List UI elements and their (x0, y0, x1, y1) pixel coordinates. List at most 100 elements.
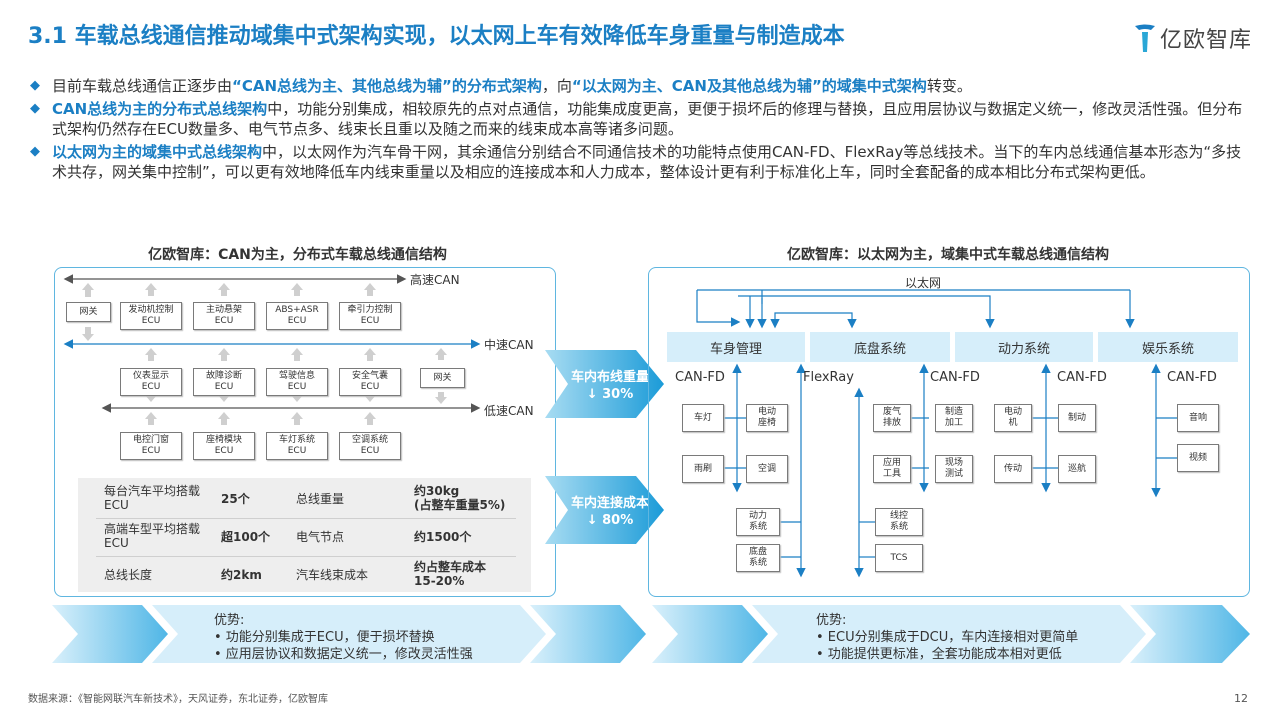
ecu-sublabel: ECU (287, 446, 307, 456)
cost-reduction-label: 车内连接成本 (570, 496, 649, 511)
logo: 亿欧智库 (1134, 20, 1252, 56)
right-diagram-panel (648, 267, 1250, 597)
ethernet-lines (696, 289, 1135, 329)
bus-label: CAN-FD (930, 370, 980, 385)
bullet-segment: 中，以太网作为汽车骨干网，其余通信分别结合不同通信技术的功能特点使用CAN-FD… (52, 143, 1242, 181)
module-box: 视频 (1177, 444, 1219, 472)
ecu-label: 座椅模块 (205, 435, 242, 445)
ecu-label: 驾驶信息 (278, 371, 315, 381)
system-head-power: 动力系统 (955, 332, 1093, 362)
ecu-label: ABS+ASR (275, 305, 319, 315)
module-box: 传动 (994, 455, 1032, 483)
bullet-segment: ，向 (541, 77, 572, 95)
ecu-label: 主动悬架 (205, 305, 242, 315)
bullet-segment: 转变。 (926, 77, 972, 95)
ecu-sublabel: ECU (360, 446, 380, 456)
bullet-highlight: CAN总线为主的分布式总线架构 (52, 100, 268, 118)
stat-value-sub: 15-20% (414, 574, 465, 588)
stat-value: 约2km (221, 568, 262, 582)
stat-key: 每台汽车平均搭载ECU (104, 484, 201, 512)
advantages-left: 优势: • 功能分别集成于ECU，便于损坏替换 • 应用层协议和数据定义统一，修… (214, 612, 473, 663)
module-box: 应用 工具 (873, 455, 911, 483)
ecu-label: 牵引力控制 (347, 305, 393, 315)
bullet-item: ◆以太网为主的域集中式总线架构中，以太网作为汽车骨干网，其余通信分别结合不同通信… (30, 142, 1255, 182)
stat-key: 总线长度 (104, 568, 153, 582)
weight-reduction-arrow: 车内布线重量 ↓ 30% (560, 370, 660, 402)
stat-divider (96, 518, 516, 519)
module-box: 废气 排放 (873, 404, 911, 432)
weight-reduction-label: 车内布线重量 (570, 370, 649, 385)
bus-label: CAN-FD (1167, 370, 1217, 385)
bullet-segment: 目前车载总线通信正逐步由 (52, 77, 233, 95)
right-diagram-title: 亿欧智库：以太网为主，域集中式车载总线通信结构 (787, 247, 1109, 263)
bullet-list: ◆ 目前车载总线通信正逐步由“CAN总线为主、其他总线为辅”的分布式架构，向“以太… (30, 76, 1255, 185)
ecu-sublabel: ECU (141, 316, 161, 326)
module-box: 现场 测试 (935, 455, 973, 483)
page-number: 12 (1234, 692, 1248, 705)
diamond-icon: ◆ (30, 144, 40, 159)
system-head-chassis: 底盘系统 (810, 332, 950, 362)
bottom-chevrons (52, 605, 1250, 663)
stat-key: 汽车线束成本 (296, 568, 369, 582)
advantages-left-title: 优势: (214, 613, 245, 628)
stat-key: 总线重量 (296, 492, 345, 506)
subnet-lines (724, 363, 1177, 578)
module-box: 制造 加工 (935, 404, 973, 432)
module-box: 动力 系统 (736, 508, 780, 536)
ecu-label: 发动机控制 (128, 305, 174, 315)
module-box: 巡航 (1058, 455, 1096, 483)
ecu-label: 电控门窗 (132, 435, 169, 445)
ecu-sublabel: ECU (214, 382, 234, 392)
module-box: 雨刷 (682, 455, 724, 483)
bullet-item: ◆CAN总线为主的分布式总线架构中，功能分别集成，相较原先的点对点通信，功能集成… (30, 99, 1255, 139)
system-head-entertainment: 娱乐系统 (1098, 332, 1238, 362)
left-diagram-panel (54, 267, 556, 597)
ecu-label: 车灯系统 (278, 435, 315, 445)
ecu-sublabel: ECU (214, 316, 234, 326)
ecu-sublabel: ECU (287, 382, 307, 392)
diamond-icon: ◆ (30, 78, 40, 93)
advantages-right-item: • ECU分别集成于DCU，车内连接相对更简单 (816, 630, 1079, 645)
module-box: 音响 (1177, 404, 1219, 432)
advantages-right: 优势: • ECU分别集成于DCU，车内连接相对更简单 • 功能提供更标准，全套… (816, 612, 1078, 663)
ethernet-label: 以太网 (905, 276, 942, 290)
ecu-sublabel: ECU (141, 446, 161, 456)
bus-label: CAN-FD (1057, 370, 1107, 385)
stat-value: 超100个 (221, 530, 271, 544)
stat-key: 高端车型平均搭载ECU (104, 522, 201, 550)
bullet-text: CAN总线为主的分布式总线架构中，功能分别集成，相较原先的点对点通信，功能集成度… (52, 99, 1255, 139)
ecu-sublabel: ECU (287, 316, 307, 326)
ecu-sublabel: ECU (360, 382, 380, 392)
bullet-text: 目前车载总线通信正逐步由“CAN总线为主、其他总线为辅”的分布式架构，向“以太网… (52, 76, 972, 96)
module-box: 底盘 系统 (736, 544, 780, 572)
stat-value: 约30kg (414, 484, 460, 498)
left-diagram-title: 亿欧智库：CAN为主，分布式车载总线通信结构 (148, 247, 447, 263)
system-head-body: 车身管理 (667, 332, 805, 362)
bus-label-mid: 中速CAN (484, 338, 534, 352)
source-note: 数据来源：《智能网联汽车新技术》，天风证券，东北证券，亿欧智库 (28, 694, 328, 705)
module-box: 电动 座椅 (746, 404, 788, 432)
ecu-sublabel: ECU (214, 446, 234, 456)
ecu-label: 空调系统 (351, 435, 388, 445)
page-title: 3.1 车载总线通信推动域集中式架构实现，以太网上车有效降低车身重量与制造成本 (28, 24, 845, 49)
advantages-right-title: 优势: (816, 613, 847, 628)
gateway-box: 网关 (66, 302, 111, 322)
ecu-label: 仪表显示 (132, 371, 169, 381)
weight-reduction-value: ↓ 30% (586, 387, 634, 402)
module-box: TCS (875, 544, 923, 572)
middle-arrows (545, 350, 664, 544)
